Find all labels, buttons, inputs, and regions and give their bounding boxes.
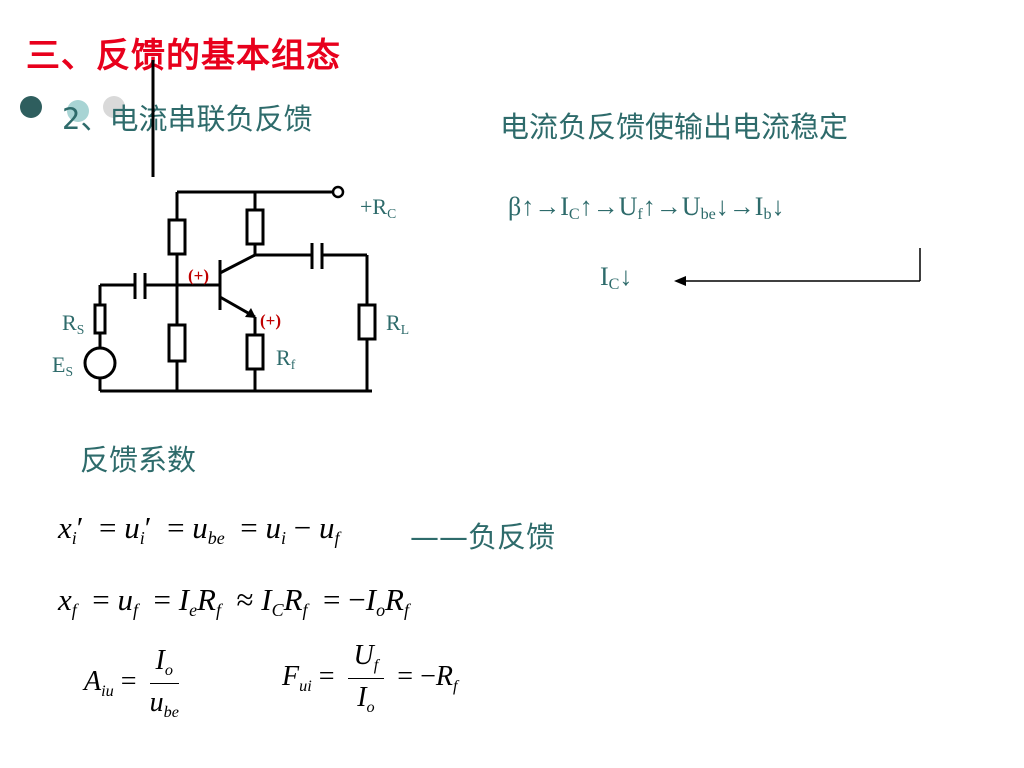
label-rl: RL bbox=[386, 310, 410, 337]
ic-down-result: IC↓ bbox=[600, 262, 633, 293]
feedback-coefficient-label: 反馈系数 bbox=[80, 443, 197, 477]
label-rf: Rf bbox=[276, 345, 296, 372]
bullet-dot-icon bbox=[20, 96, 42, 118]
label-rc: +RC bbox=[360, 194, 397, 221]
circuit-diagram bbox=[83, 60, 377, 393]
section-heading: 2、电流串联负反馈 bbox=[62, 102, 313, 136]
negative-feedback-label: ——负反馈 bbox=[410, 520, 556, 554]
page-title: 三、反馈的基本组态 bbox=[26, 36, 341, 76]
decor-circle-icon bbox=[67, 100, 89, 122]
right-heading: 电流负反馈使输出电流稳定 bbox=[500, 110, 849, 144]
return-arrow bbox=[674, 248, 921, 286]
label-rs: RS bbox=[62, 310, 85, 337]
equation-1: xi′ = ui′ = ube = ui − uf bbox=[58, 510, 340, 548]
feedback-chain: β↑→IC↑→Uf↑→Ube↓→Ib↓ bbox=[508, 192, 785, 223]
equation-2: xf = uf = IeRf ≈ ICRf = −IoRf bbox=[58, 582, 409, 620]
polarity-base: (+) bbox=[188, 266, 210, 285]
decor-circle-icon bbox=[103, 96, 125, 118]
polarity-emitter: (+) bbox=[260, 311, 282, 330]
label-es: ES bbox=[52, 352, 74, 379]
